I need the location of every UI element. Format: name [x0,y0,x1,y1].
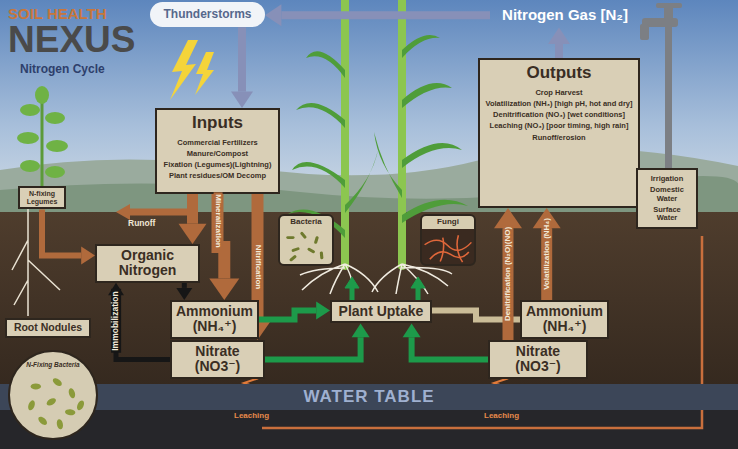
flow-arrow [548,28,570,59]
pool-box: Ammonium (NH₄⁺) [520,300,609,339]
flow-arrow [179,194,207,244]
input-box: InputsCommercial FertilizersManure/Compo… [155,108,280,194]
magnifier-box: Fungi [420,214,476,266]
output-box: OutputsCrop HarvestVolatilization (NH₃) … [478,58,640,208]
heading-text: Thunderstorms [154,8,261,21]
flow-arrow [265,323,370,359]
heading-text: N-Fixing Bacteria [10,352,96,368]
heading-text: Fungi [422,216,474,229]
heading-text: Ammonium (NH₄⁺) [176,304,253,335]
flow-arrow [108,283,170,360]
plant-box: N-fixing Legumes [18,186,66,209]
pool-box: Nitrate (NO3⁻) [488,340,588,379]
source-box: IrrigationDomestic WaterSurface Water [636,168,698,229]
flow-label: Leaching [484,411,519,420]
heading-text: Inputs [161,112,274,136]
edge-label: Denitrification (N₂O)(NO) [503,225,512,323]
heading-text: Root Nodules [11,322,85,334]
gas-label-box: Nitrogen Gas [N₂] [490,3,640,28]
edge-label: Volatilization (NH₄) [542,216,551,292]
magnifier-box: Bacteria [278,214,334,266]
edge-label: Nitrification [253,243,262,291]
body-text: Denitrification (NO₃) [wet conditions] [484,111,634,119]
cloud-shape: Thunderstorms [150,2,265,27]
flow-arrow [494,208,522,340]
heading-text: Ammonium (NH₄⁺) [526,304,603,335]
flow-label: Runoff [128,218,155,228]
heading-text: Plant Uptake [336,304,426,319]
water-table-band: WATER TABLE [0,384,738,410]
heading-text: Outputs [484,62,634,86]
heading-text: Bacteria [280,216,332,229]
body-text: Volatilization (NH₃) [high pH, hot and d… [484,100,634,108]
heading-text: Nitrate (NO3⁻) [176,344,259,375]
body-text: Leaching (NO₃) [poor timing, high rain] [484,122,634,130]
logo-word: NEXUS [8,19,135,61]
process-box: Plant Uptake [330,300,432,323]
logo-subtitle: Nitrogen Cycle [20,62,105,76]
heading-text: Nitrate (NO3⁻) [494,344,582,375]
body-text: Surface Water [642,206,692,223]
pool-box: Organic Nitrogen [95,244,200,283]
heading-text: WATER TABLE [0,388,738,407]
flow-arrow [403,323,488,359]
flow-label: Leaching [234,411,269,420]
body-text: Commercial Fertilizers [161,139,274,147]
edge-label: Mineralization [213,192,222,249]
pool-box: Nitrate (NO3⁻) [170,340,265,379]
body-text: Plant residues/OM Decomp [161,172,274,180]
body-text: Fixation (Legumes)(Lightning) [161,161,274,169]
magnifier-circle: N-Fixing Bacteria [8,350,98,440]
heading-text: N-fixing Legumes [24,190,60,205]
heading-text: Nitrogen Gas [N₂] [492,7,638,24]
body-text: Runoff/erosion [484,134,634,142]
body-text: Crop Harvest [484,89,634,97]
label-box: Root Nodules [5,318,91,338]
heading-text: Organic Nitrogen [101,248,194,279]
flow-arrow [259,302,330,320]
pool-box: Ammonium (NH₄⁺) [170,300,259,339]
body-text: Domestic Water [642,186,692,203]
heading-text: Irrigation [642,175,692,183]
body-text: Manure/Compost [161,150,274,158]
flow-arrow [176,283,192,300]
edge-label: Immobilization [111,289,121,353]
flow-arrow [231,27,253,108]
flow-arrow [533,208,561,300]
flow-arrow [265,4,490,26]
flow-arrow [42,209,95,264]
